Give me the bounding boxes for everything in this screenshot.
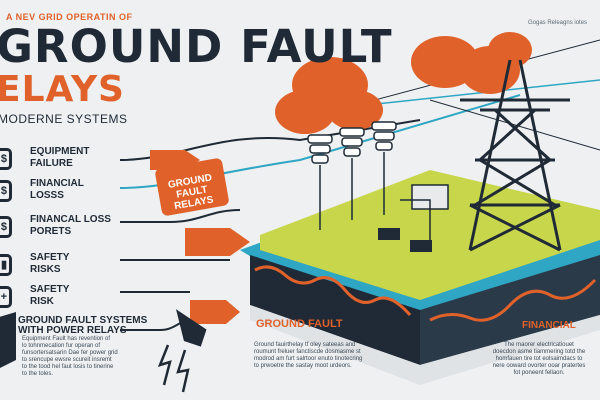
systems-heading: GROUND FAULT SYSTEMS WITH POWER RELAYS xyxy=(18,315,148,336)
financial-label: FINANCIAL xyxy=(522,320,576,331)
shield-dollar-icon: $ xyxy=(0,148,12,170)
financial-body: The maorer electricatiouet doecdon asme … xyxy=(492,342,586,376)
page-title-line1: GROUND FAULT xyxy=(0,20,393,73)
risk-item-safety-risk: + SAFETY RISK xyxy=(0,284,140,312)
orange-arrow-low xyxy=(190,300,240,324)
risk-item-safety-risks: ▮ SAFETY RISKS xyxy=(0,252,140,280)
risk-item-equipment-failure: $ EQUIPMENT FAILURE xyxy=(0,146,140,174)
risk-label: FINANCIAL LOSSS xyxy=(30,178,84,201)
risk-label: FINANCAL LOSS PORETS xyxy=(30,214,111,237)
ground-fault-body: Ground fauirthelay tf oley sateeas and r… xyxy=(254,342,363,369)
page-subtitle: MODERNE SYSTEMS xyxy=(0,112,128,126)
page-title-line2: ELAYS xyxy=(0,69,125,110)
dollar-icon: $ xyxy=(0,216,12,238)
relay-devices xyxy=(378,184,449,252)
risk-label: SAFETY RISKS xyxy=(30,252,70,275)
plug-lightning-icon xyxy=(157,309,207,393)
risk-item-financial-loss: $ FINANCIAL LOSSS xyxy=(0,178,140,206)
bandage-icon: + xyxy=(0,286,12,308)
orange-arrow-mid xyxy=(185,228,250,256)
transmission-tower xyxy=(460,59,570,252)
lock-icon: ▮ xyxy=(0,254,12,276)
ground-fault-label: GROUND FAULT xyxy=(256,318,343,330)
tagline: A NEV GRID OPERATIN OF xyxy=(6,12,133,22)
risk-label: SAFETY RISK xyxy=(30,284,70,307)
risk-item-financial-loss-ports: $ FINANCAL LOSS PORETS xyxy=(0,214,140,242)
insulator-stack xyxy=(307,121,397,230)
risk-label: EQUIPMENT FAILURE xyxy=(30,146,90,169)
credit-text: Gogas Releagns iotes xyxy=(528,20,588,26)
dollar-icon: $ xyxy=(0,180,12,202)
systems-body: Equipment Fault has revention of lo tohn… xyxy=(22,336,118,377)
shield-icon xyxy=(0,312,16,368)
